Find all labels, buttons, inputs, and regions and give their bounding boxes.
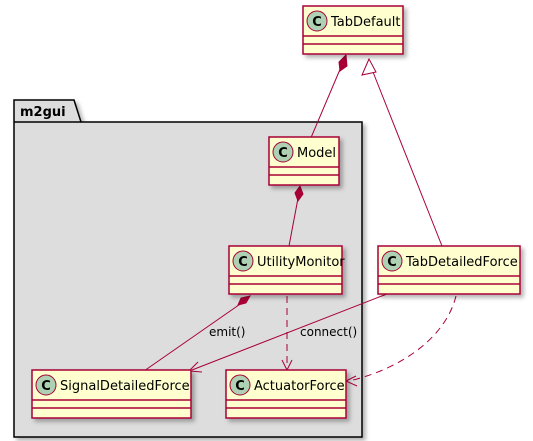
svg-text:C: C bbox=[238, 255, 248, 270]
class-stereotype-icon: C bbox=[35, 374, 57, 396]
inheritance-triangle bbox=[361, 57, 377, 76]
edge-signal-utilitymonitor bbox=[143, 299, 247, 372]
edge-tabdetailedforce-tabdefault bbox=[372, 71, 443, 247]
class-name-tabdefault: TabDefault bbox=[330, 15, 401, 30]
class-model: C Model bbox=[268, 136, 340, 186]
composition-diamond-model bbox=[294, 184, 304, 203]
edge-tabdetailedforce-actuator bbox=[348, 295, 457, 382]
class-stereotype-icon: C bbox=[272, 141, 294, 163]
svg-text:C: C bbox=[387, 255, 397, 270]
class-utilitymonitor: C UtilityMonitor bbox=[228, 245, 345, 295]
class-name-signaldetailedforce: SignalDetailedForce bbox=[60, 379, 190, 394]
edge-utilitymonitor-model bbox=[288, 192, 300, 247]
package-name: m2gui bbox=[20, 105, 66, 120]
class-name-model: Model bbox=[297, 146, 336, 161]
class-name-tabdetailedforce: TabDetailedForce bbox=[405, 255, 518, 270]
class-signaldetailedforce: C SignalDetailedForce bbox=[31, 369, 192, 419]
composition-diamond-utilitymonitor bbox=[237, 295, 251, 306]
class-name-actuatorforce: ActuatorForce bbox=[254, 379, 345, 394]
class-stereotype-icon: C bbox=[232, 250, 254, 272]
class-actuatorforce: C ActuatorForce bbox=[225, 369, 347, 419]
class-tabdefault: C TabDefault bbox=[302, 5, 404, 55]
class-stereotype-icon: C bbox=[306, 10, 328, 32]
svg-text:C: C bbox=[235, 379, 245, 394]
composition-diamond-tabdefault bbox=[338, 53, 348, 72]
svg-text:C: C bbox=[312, 15, 322, 30]
edges: emit() connect() bbox=[143, 53, 457, 387]
svg-text:C: C bbox=[41, 379, 51, 394]
svg-text:C: C bbox=[278, 146, 288, 161]
class-tabdetailedforce: C TabDetailedForce bbox=[377, 245, 521, 295]
edge-model-tabdefault bbox=[309, 59, 345, 141]
edge-label-connect: connect() bbox=[300, 325, 357, 339]
edge-label-emit: emit() bbox=[209, 325, 245, 339]
class-stereotype-icon: C bbox=[381, 250, 403, 272]
edge-tabdetailedforce-signal bbox=[191, 291, 393, 371]
class-name-utilitymonitor: UtilityMonitor bbox=[257, 255, 345, 270]
class-stereotype-icon: C bbox=[229, 374, 251, 396]
